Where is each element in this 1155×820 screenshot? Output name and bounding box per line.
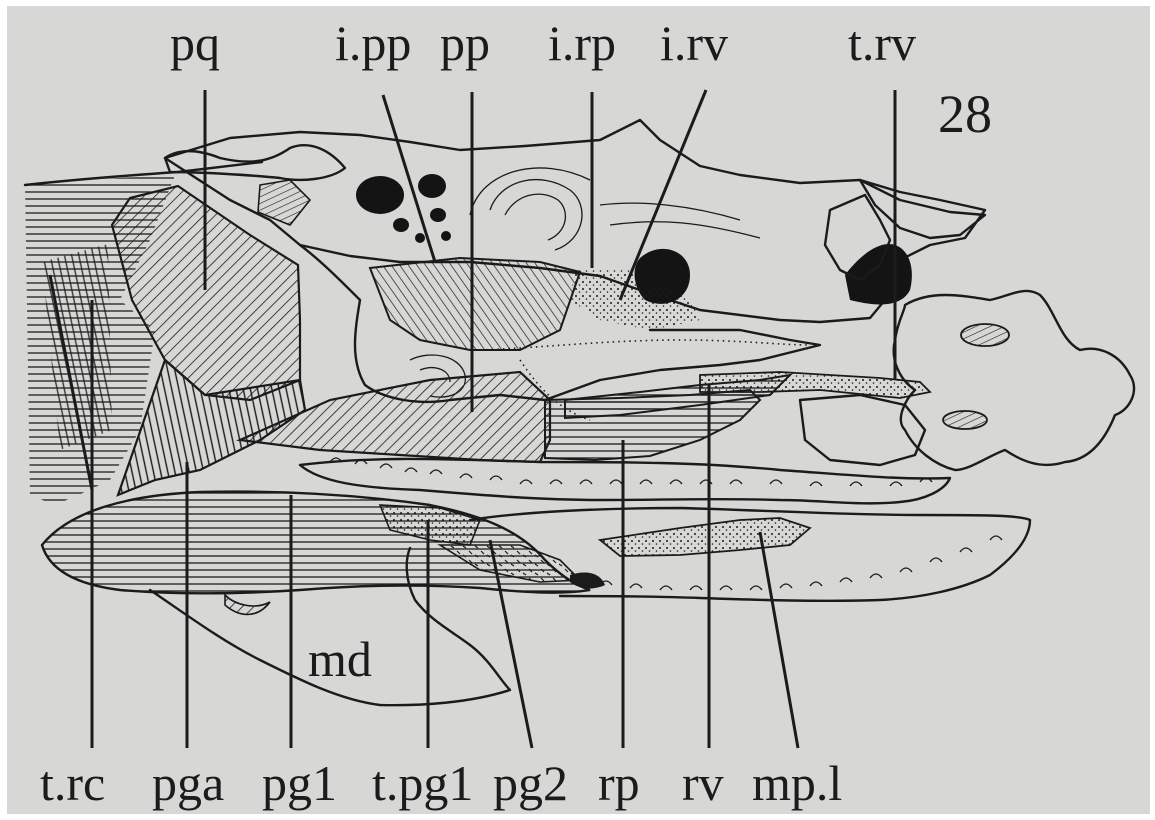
rostral-hole-1 xyxy=(961,324,1009,346)
label-rv: rv xyxy=(682,755,724,811)
label-trc: t.rc xyxy=(40,755,105,811)
inner-labels: md xyxy=(308,631,372,687)
label-irv: i.rv xyxy=(660,15,728,71)
label-trv: t.rv xyxy=(848,15,916,71)
label-pga: pga xyxy=(152,755,224,811)
label-tpg1: t.pg1 xyxy=(372,755,473,811)
foramen-2 xyxy=(418,174,446,198)
label-pp: pp xyxy=(440,15,490,71)
label-irp: i.rp xyxy=(548,15,616,71)
bottom-labels: t.rc pga pg1 t.pg1 pg2 rp rv mp.l xyxy=(40,755,842,811)
foramen-6 xyxy=(441,231,451,241)
foramen-1 xyxy=(356,176,404,214)
foramen-4 xyxy=(430,208,446,222)
label-pg1: pg1 xyxy=(262,755,337,811)
label-ipp: i.pp xyxy=(335,15,411,71)
label-md: md xyxy=(308,631,372,687)
label-pq: pq xyxy=(170,15,220,71)
label-mpl: mp.l xyxy=(752,755,842,811)
rostral-hole-2 xyxy=(943,411,987,429)
label-pg2: pg2 xyxy=(493,755,568,811)
foramen-3 xyxy=(393,218,409,232)
figure-number: 28 xyxy=(938,84,992,144)
foramen-5 xyxy=(415,233,425,243)
label-rp: rp xyxy=(598,755,640,811)
